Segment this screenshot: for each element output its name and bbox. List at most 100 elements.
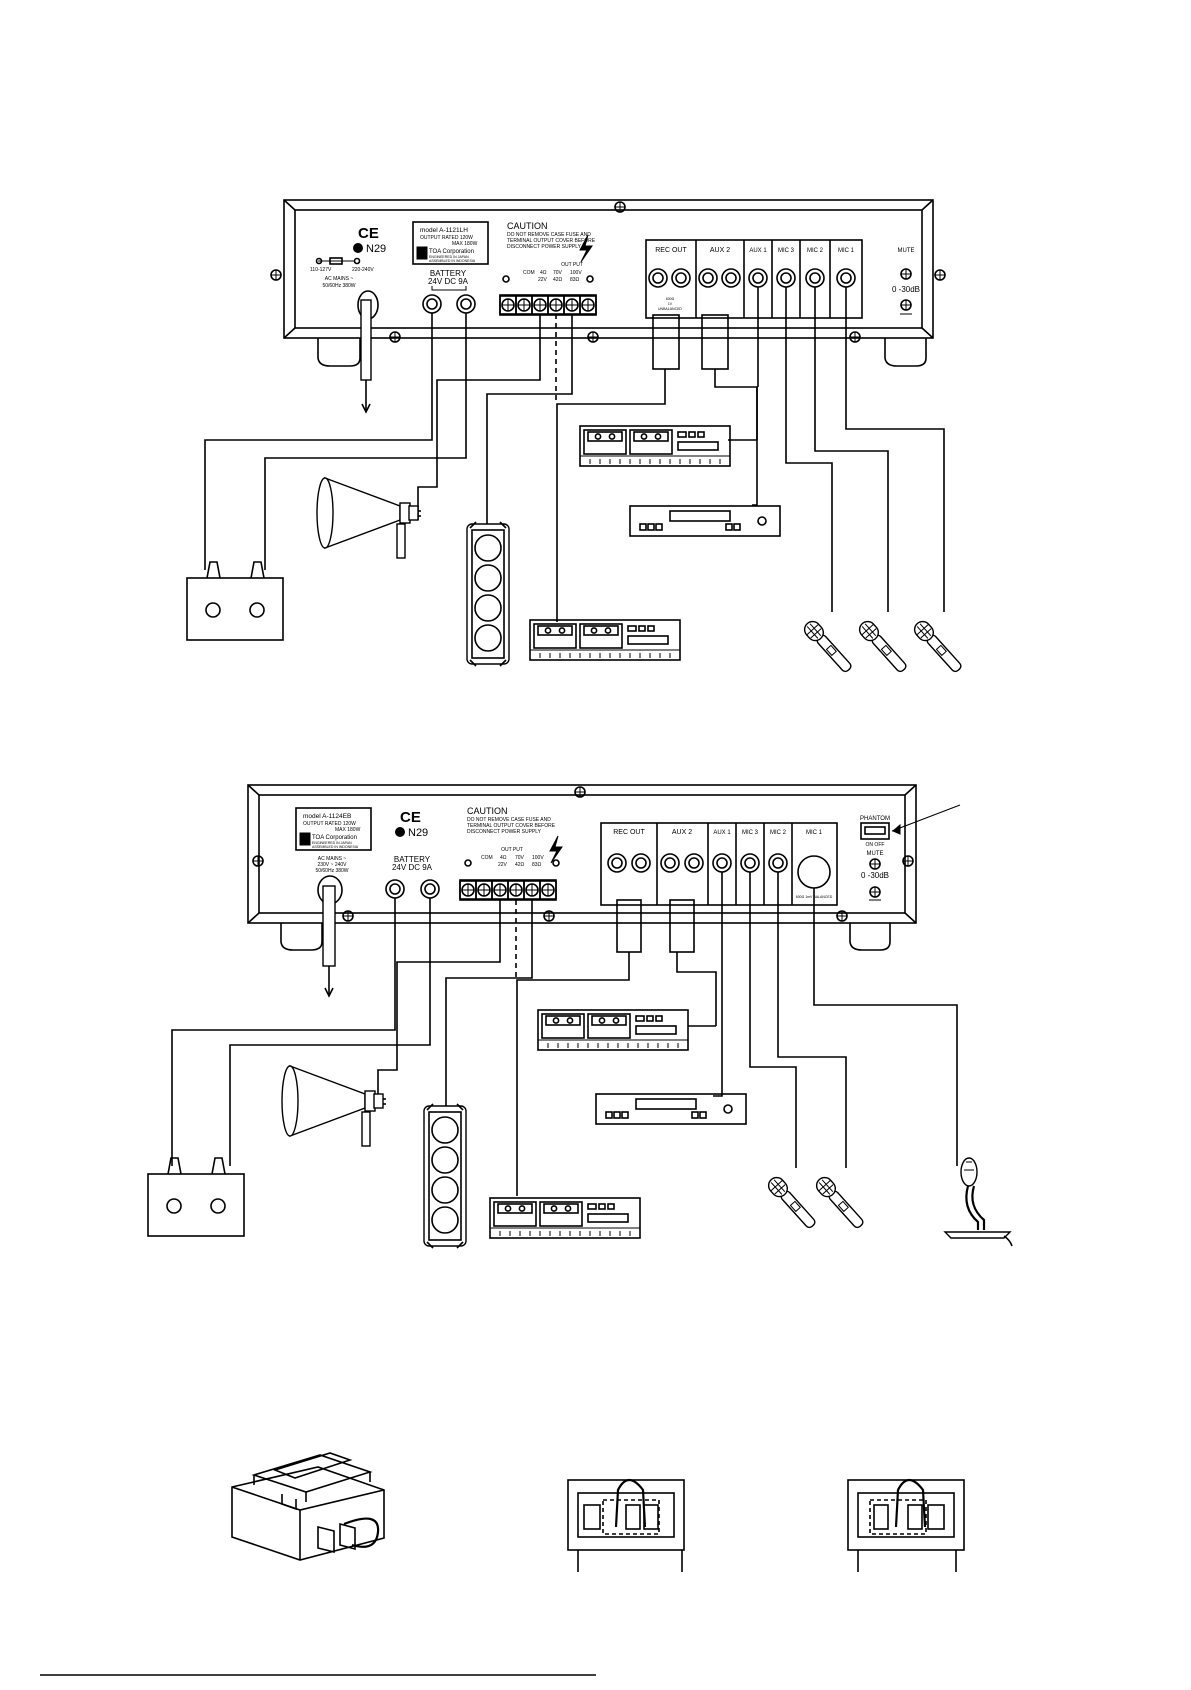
caution-label-bottom: CAUTION DO NOT REMOVE CASE FUSE AND TERM… <box>467 806 556 835</box>
svg-text:OUT PUT: OUT PUT <box>561 262 583 268</box>
microphone-top-1 <box>800 617 856 676</box>
input-jack-panel-bottom: REC OUT AUX 2 AUX 1 MIC 3 MIC 2 MIC 1 60… <box>600 822 838 906</box>
svg-text:AUX 2: AUX 2 <box>710 247 730 254</box>
svg-text:CAUTION: CAUTION <box>507 221 548 231</box>
microphone-top-3 <box>910 617 966 676</box>
microphone-bottom-1 <box>764 1173 820 1232</box>
bottom-wiring <box>171 872 958 1196</box>
svg-text:REC OUT: REC OUT <box>613 829 645 836</box>
svg-text:OUTPUT RATED 120W: OUTPUT RATED 120W <box>420 235 473 241</box>
svg-text:model A-1124EB: model A-1124EB <box>303 813 351 820</box>
svg-text:ON OFF: ON OFF <box>866 842 885 848</box>
ac-power-cord-bottom <box>322 885 336 967</box>
mic1-xlr-jack-bottom <box>797 855 831 889</box>
aux1-jack <box>748 268 768 288</box>
svg-text:22V: 22V <box>538 277 548 283</box>
microphone-top-2 <box>855 617 911 676</box>
svg-text:CAUTION: CAUTION <box>467 806 508 816</box>
svg-text:BATTERY: BATTERY <box>430 269 467 278</box>
battery-bottom <box>147 1157 245 1237</box>
svg-text:50/60Hz 380W: 50/60Hz 380W <box>315 868 348 874</box>
svg-text:220-240V: 220-240V <box>352 267 374 273</box>
tuner-top <box>629 505 781 537</box>
microphone-bottom-2 <box>812 1173 868 1232</box>
svg-text:ENGINEERED IN JAPAN: ENGINEERED IN JAPAN <box>429 255 469 259</box>
svg-text:230V ~ 240V: 230V ~ 240V <box>317 862 347 868</box>
input-jack-panel: REC OUT AUX 2 AUX 1 MIC 3 MIC 2 MIC 1 60… <box>645 239 863 319</box>
top-wiring <box>204 287 945 622</box>
svg-text:4Ω: 4Ω <box>500 855 507 861</box>
svg-text:24V DC 9A: 24V DC 9A <box>428 277 469 286</box>
toa-logo-icon <box>416 246 428 260</box>
ce-mark-bottom: CE <box>400 809 421 826</box>
rec-out-jack-l <box>648 268 668 288</box>
svg-text:MIC 2: MIC 2 <box>770 830 787 836</box>
svg-text:70V: 70V <box>553 270 563 276</box>
horn-speaker-top <box>316 477 422 559</box>
svg-text:REC OUT: REC OUT <box>655 247 687 254</box>
voltage-selector[interactable] <box>329 257 343 265</box>
aux2-jack-r <box>721 268 741 288</box>
mute-control-bottom <box>869 858 881 870</box>
svg-text:TERMINAL OUTPUT COVER BEFORE: TERMINAL OUTPUT COVER BEFORE <box>467 823 556 829</box>
svg-text:DO NOT REMOVE CASE FUSE AND: DO NOT REMOVE CASE FUSE AND <box>507 232 591 238</box>
lightning-icon <box>579 234 593 263</box>
svg-text:0 -30dB: 0 -30dB <box>861 871 889 880</box>
svg-text:MAX 180W: MAX 180W <box>335 827 361 833</box>
svg-text:model A-1121LH: model A-1121LH <box>420 227 468 234</box>
svg-text:MIC 1: MIC 1 <box>806 830 823 836</box>
cassette-deck-top-2 <box>529 619 681 661</box>
toa-logo-icon-bottom <box>299 832 311 846</box>
svg-text:AC MAINS ~: AC MAINS ~ <box>325 276 354 282</box>
svg-text:AUX 1: AUX 1 <box>713 830 731 836</box>
aux2-jack-l-bottom <box>660 853 680 873</box>
rec-out-jack-r <box>671 268 691 288</box>
svg-text:AC MAINS ~: AC MAINS ~ <box>318 856 347 862</box>
model-plate-bottom: model A-1124EB OUTPUT RATED 120W MAX 180… <box>295 807 372 851</box>
svg-text:4Ω: 4Ω <box>540 270 547 276</box>
svg-text:0 -30dB: 0 -30dB <box>892 285 920 294</box>
cassette-deck-bottom-2 <box>489 1197 641 1239</box>
mute-control <box>900 268 912 280</box>
svg-text:TOA Corporation: TOA Corporation <box>312 835 357 841</box>
svg-text:DISCONNECT POWER SUPPLY: DISCONNECT POWER SUPPLY <box>507 244 582 250</box>
aux2-jack-l <box>698 268 718 288</box>
svg-text:ASSEMBLED IN INDONESIA: ASSEMBLED IN INDONESIA <box>312 845 359 849</box>
svg-text:1V: 1V <box>668 302 673 306</box>
n29-mark-bottom: N29 <box>408 827 428 839</box>
bottom-amplifier-panel: model A-1124EB OUTPUT RATED 120W MAX 180… <box>247 784 961 998</box>
svg-text:TOA Corporation: TOA Corporation <box>429 249 474 255</box>
mic3-jack <box>776 268 796 288</box>
svg-text:TERMINAL OUTPUT COVER BEFORE: TERMINAL OUTPUT COVER BEFORE <box>507 238 596 244</box>
model-plate: model A-1121LH OUTPUT RATED 120W MAX 180… <box>412 221 489 265</box>
svg-text:100V: 100V <box>570 270 582 276</box>
phantom-switch[interactable] <box>860 822 890 840</box>
svg-text:MUTE: MUTE <box>867 851 884 857</box>
svg-text:70V: 70V <box>515 855 525 861</box>
cassette-deck-top-1 <box>579 425 731 467</box>
phantom-callout-line <box>891 804 961 832</box>
battery-top <box>186 561 284 641</box>
svg-text:42Ω: 42Ω <box>553 277 563 283</box>
svg-text:MIC 2: MIC 2 <box>807 248 824 254</box>
svg-text:22V: 22V <box>498 862 508 868</box>
aux2-jack-r-bottom <box>684 853 704 873</box>
column-speaker-bottom <box>423 1103 467 1249</box>
n29-icon-bottom <box>395 827 405 837</box>
desk-microphone <box>943 1157 1013 1247</box>
svg-text:BATTERY: BATTERY <box>394 855 431 864</box>
svg-text:24V DC 9A: 24V DC 9A <box>392 863 433 872</box>
ce-mark: CE <box>358 225 379 242</box>
svg-text:MAX 180W: MAX 180W <box>452 241 478 247</box>
svg-text:ENGINEERED IN JAPAN: ENGINEERED IN JAPAN <box>312 841 352 845</box>
mic2-jack <box>805 268 825 288</box>
caution-label: CAUTION DO NOT REMOVE CASE FUSE AND TERM… <box>507 221 596 250</box>
rec-out-jack-r-bottom <box>631 853 651 873</box>
n29-icon <box>353 243 363 253</box>
mic3-jack-bottom <box>740 853 760 873</box>
svg-text:COM: COM <box>523 270 535 276</box>
jumper-detail-left <box>567 1478 685 1572</box>
mic1-jack <box>836 268 856 288</box>
